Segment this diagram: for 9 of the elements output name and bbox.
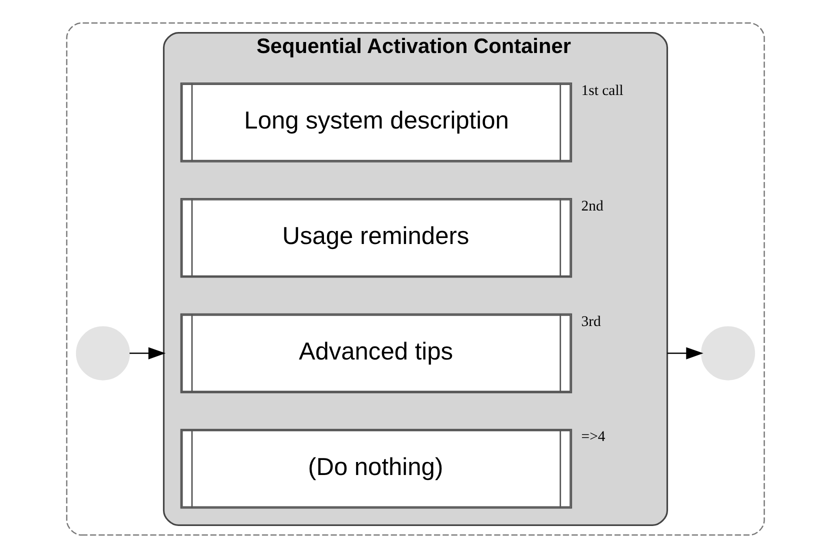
node-circle bbox=[700, 326, 755, 380]
node-label: 2nd bbox=[580, 198, 603, 214]
node-circle bbox=[75, 326, 130, 380]
cluster bbox=[66, 22, 764, 536]
node-label: =>4 bbox=[580, 429, 605, 446]
node-label: 3rd bbox=[580, 314, 600, 330]
node-label: 1st call bbox=[580, 82, 623, 99]
arrow bbox=[129, 347, 166, 360]
arrow bbox=[666, 347, 703, 360]
